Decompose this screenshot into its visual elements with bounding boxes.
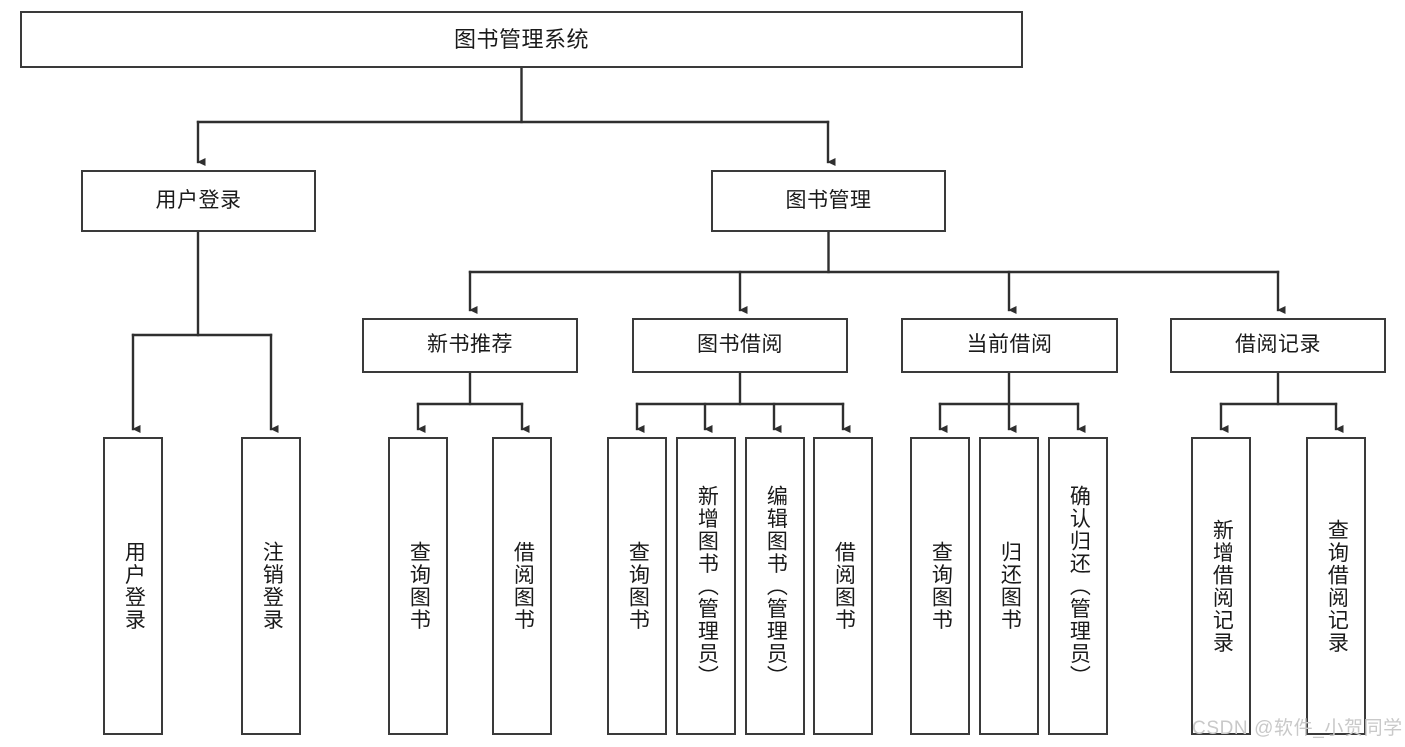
leaf-current-borrow-return-book[interactable]: 归还图书 xyxy=(979,437,1039,735)
node-book-borrow[interactable]: 图书借阅 xyxy=(632,318,848,373)
node-label: 新增借阅记录 xyxy=(1210,518,1234,654)
leaf-book-borrow-edit-book-admin[interactable]: 编辑图书（管理员） xyxy=(745,437,805,735)
node-label: 确认归还（管理员） xyxy=(1067,484,1091,688)
node-label: 图书管理系统 xyxy=(453,26,589,52)
leaf-new-book-borrow-book[interactable]: 借阅图书 xyxy=(492,437,552,735)
node-borrow-record[interactable]: 借阅记录 xyxy=(1170,318,1386,373)
node-new-book-recommend[interactable]: 新书推荐 xyxy=(362,318,578,373)
node-book-management[interactable]: 图书管理 xyxy=(711,170,946,232)
node-current-borrow[interactable]: 当前借阅 xyxy=(901,318,1118,373)
node-user-login[interactable]: 用户登录 xyxy=(81,170,316,232)
node-label: 当前借阅 xyxy=(966,333,1053,357)
node-label: 图书管理 xyxy=(785,188,872,212)
leaf-book-borrow-borrow-book[interactable]: 借阅图书 xyxy=(813,437,873,735)
node-label: 借阅图书 xyxy=(832,541,856,631)
node-label: 新增图书（管理员） xyxy=(695,484,719,688)
leaf-borrow-record-query-record[interactable]: 查询借阅记录 xyxy=(1306,437,1366,735)
leaf-user-login-login[interactable]: 用户登录 xyxy=(103,437,163,735)
node-label: 用户登录 xyxy=(155,188,242,212)
node-root-book-management-system[interactable]: 图书管理系统 xyxy=(20,11,1023,68)
leaf-book-borrow-query-book[interactable]: 查询图书 xyxy=(607,437,667,735)
leaf-user-login-logout[interactable]: 注销登录 xyxy=(241,437,301,735)
leaf-book-borrow-add-book-admin[interactable]: 新增图书（管理员） xyxy=(676,437,736,735)
node-label: 借阅记录 xyxy=(1235,333,1321,357)
node-label: 借阅图书 xyxy=(511,541,535,631)
node-label: 图书借阅 xyxy=(697,333,783,357)
node-label: 注销登录 xyxy=(260,541,284,631)
node-label: 新书推荐 xyxy=(427,333,513,357)
leaf-borrow-record-add-record[interactable]: 新增借阅记录 xyxy=(1191,437,1251,735)
leaf-current-borrow-query-book[interactable]: 查询图书 xyxy=(910,437,970,735)
node-label: 编辑图书（管理员） xyxy=(764,484,788,688)
node-label: 查询图书 xyxy=(626,541,650,631)
leaf-current-borrow-confirm-return-admin[interactable]: 确认归还（管理员） xyxy=(1048,437,1108,735)
node-label: 查询借阅记录 xyxy=(1325,518,1349,654)
leaf-new-book-query-book[interactable]: 查询图书 xyxy=(388,437,448,735)
node-label: 查询图书 xyxy=(407,541,431,631)
node-label: 归还图书 xyxy=(998,541,1022,631)
node-label: 查询图书 xyxy=(929,541,953,631)
node-label: 用户登录 xyxy=(122,541,146,631)
